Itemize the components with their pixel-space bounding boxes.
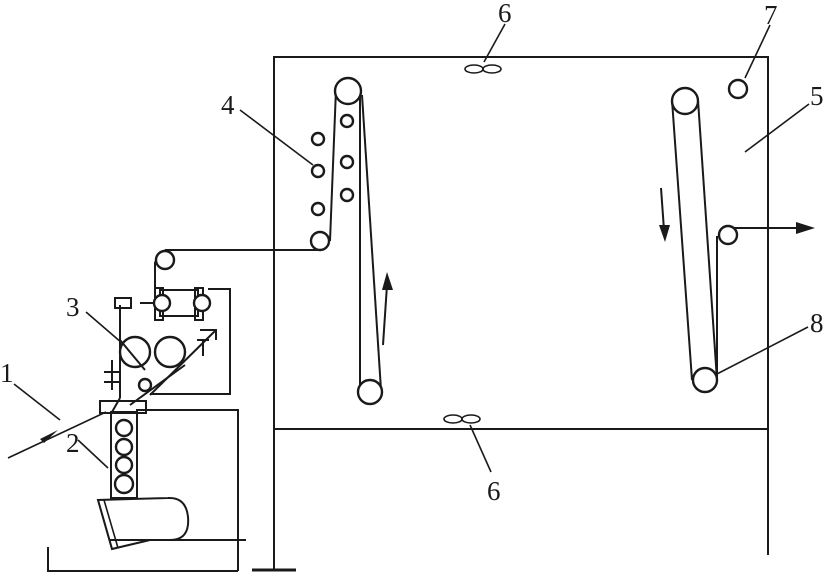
top-left-roller — [333, 76, 363, 106]
exit-roller — [717, 224, 739, 246]
padder-unit — [7, 249, 246, 572]
label-1: 1 — [0, 358, 14, 388]
nip-roller-left — [118, 335, 152, 369]
bottom-right-roller — [691, 366, 719, 394]
label-6-bottom: 6 — [487, 476, 501, 506]
leader-lines — [13, 23, 810, 473]
label-7: 7 — [764, 0, 778, 30]
guide-rollers-4 — [309, 113, 355, 252]
label-5: 5 — [810, 81, 824, 111]
exit-arrow-icon — [796, 222, 815, 234]
label-8: 8 — [810, 308, 824, 338]
dryer-rollers — [333, 76, 749, 406]
labels: 1 2 3 4 5 6 6 7 8 — [0, 0, 824, 506]
up-arrow-icon — [382, 272, 393, 346]
down-arrow-icon — [659, 187, 670, 242]
roller-7 — [727, 78, 749, 100]
label-6-top: 6 — [498, 0, 512, 28]
top-right-roller — [670, 86, 700, 116]
bottom-fan-icon — [443, 414, 481, 424]
nip-roller-right — [153, 335, 187, 369]
bottom-left-roller — [356, 378, 384, 406]
label-3: 3 — [66, 292, 80, 322]
fabric-path — [154, 88, 800, 392]
top-fan-icon — [464, 64, 502, 74]
label-4: 4 — [221, 90, 235, 120]
label-2: 2 — [66, 428, 80, 458]
drying-chamber — [252, 56, 769, 572]
